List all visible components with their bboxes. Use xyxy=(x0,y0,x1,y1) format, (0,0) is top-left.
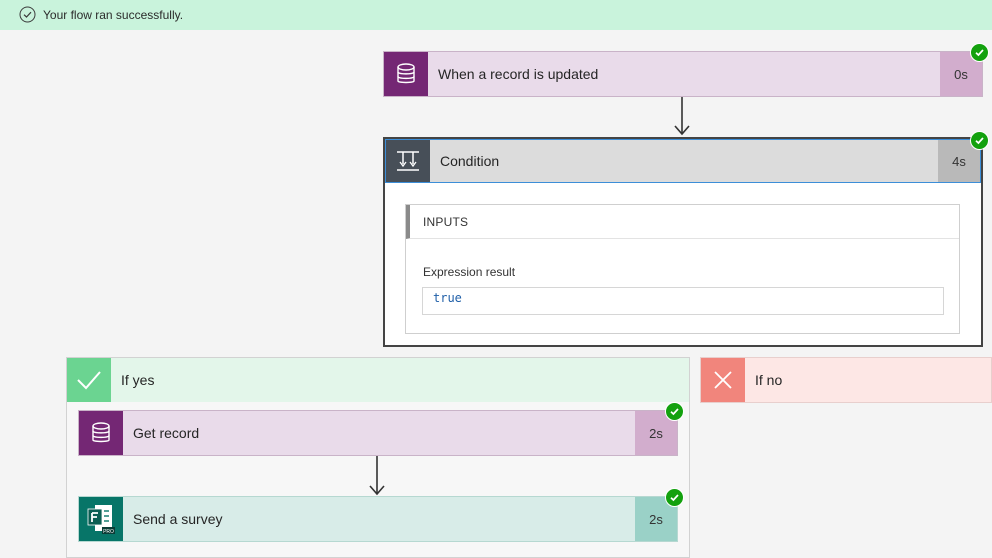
inputs-header[interactable]: INPUTS xyxy=(406,205,959,239)
condition-header[interactable]: Condition 4s xyxy=(385,139,981,183)
success-message: Your flow ran successfully. xyxy=(43,8,184,22)
if-yes-header[interactable]: If yes xyxy=(67,358,689,402)
forms-pro-badge: PRO xyxy=(103,529,114,535)
expression-result-value: true xyxy=(422,287,944,315)
condition-icon xyxy=(397,151,419,171)
inputs-panel: INPUTS Expression result true xyxy=(405,204,960,334)
get-record-step-card[interactable]: Get record 2s xyxy=(78,410,678,456)
send-survey-success-check-icon xyxy=(665,488,684,507)
success-banner: Your flow ran successfully. xyxy=(0,0,992,30)
get-record-icon-box xyxy=(79,411,123,455)
if-yes-icon-box xyxy=(67,358,111,402)
condition-success-check-icon xyxy=(970,131,989,150)
success-check-icon xyxy=(19,6,36,23)
if-no-label: If no xyxy=(755,372,783,388)
database-icon xyxy=(92,422,110,443)
send-survey-icon-box: PRO xyxy=(79,497,123,541)
database-icon xyxy=(397,63,415,84)
get-record-success-check-icon xyxy=(665,402,684,421)
forms-pro-icon: PRO xyxy=(87,505,115,535)
expression-result-label: Expression result xyxy=(423,265,516,279)
trigger-step-card[interactable]: When a record is updated 0s xyxy=(383,51,983,97)
condition-icon-box xyxy=(386,140,430,182)
condition-title: Condition xyxy=(440,153,500,169)
trigger-title: When a record is updated xyxy=(438,66,599,82)
if-yes-label: If yes xyxy=(121,372,155,388)
flow-arrow-icon xyxy=(369,456,385,496)
trigger-success-check-icon xyxy=(970,43,989,62)
get-record-title: Get record xyxy=(133,425,200,441)
checkmark-icon xyxy=(77,371,101,390)
send-survey-step-card[interactable]: PRO Send a survey 2s xyxy=(78,496,678,542)
if-no-icon-box xyxy=(701,358,745,402)
flow-arrow-icon xyxy=(674,97,690,136)
trigger-icon-box xyxy=(384,52,428,96)
send-survey-title: Send a survey xyxy=(133,511,223,527)
if-no-header[interactable]: If no xyxy=(700,357,992,403)
close-icon xyxy=(714,371,732,389)
